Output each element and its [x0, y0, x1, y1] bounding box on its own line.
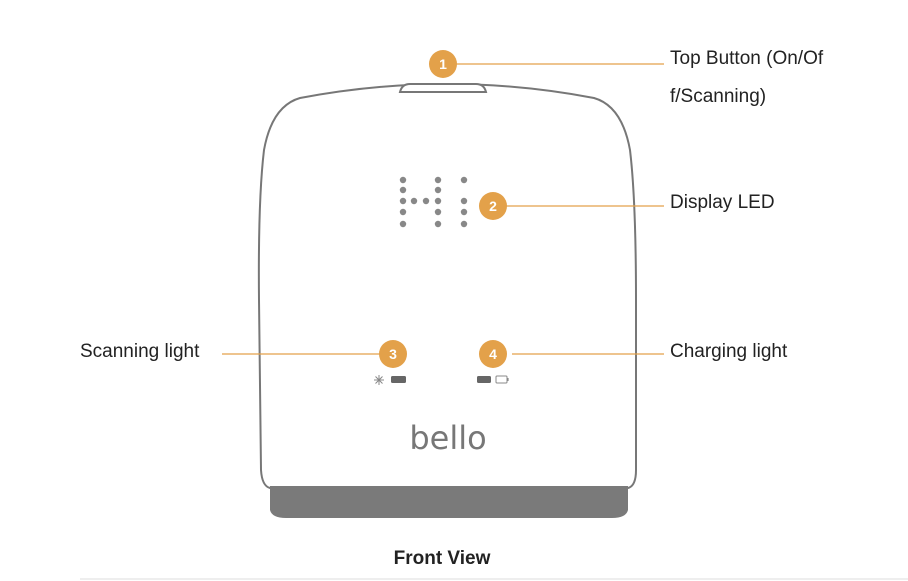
sparkle-icon [374, 375, 384, 385]
figure-caption: Front View [393, 548, 491, 569]
callout-badge-3: 3 [379, 340, 407, 368]
brand-logo: bello [409, 419, 486, 457]
callout-label-1a: Top Button (On/Of [670, 48, 824, 69]
svg-text:4: 4 [489, 346, 497, 362]
leader-lines [222, 63, 664, 355]
led-matrix [399, 176, 468, 228]
charging-light-indicator [477, 375, 509, 384]
battery-icon [495, 375, 509, 384]
callout-badge-1: 1 [429, 50, 457, 78]
callout-badge-4: 4 [479, 340, 507, 368]
callout-label-2: Display LED [670, 192, 775, 213]
top-button [398, 83, 488, 93]
svg-text:3: 3 [389, 346, 397, 362]
scanning-light-indicator [374, 375, 406, 385]
callout-label-4: Charging light [670, 341, 788, 362]
callout-label-3: Scanning light [80, 341, 200, 362]
device-base [270, 486, 628, 518]
callout-badge-2: 2 [479, 192, 507, 220]
callout-label-1b: f/Scanning) [670, 86, 767, 107]
svg-text:2: 2 [489, 198, 497, 214]
svg-text:1: 1 [439, 56, 447, 72]
